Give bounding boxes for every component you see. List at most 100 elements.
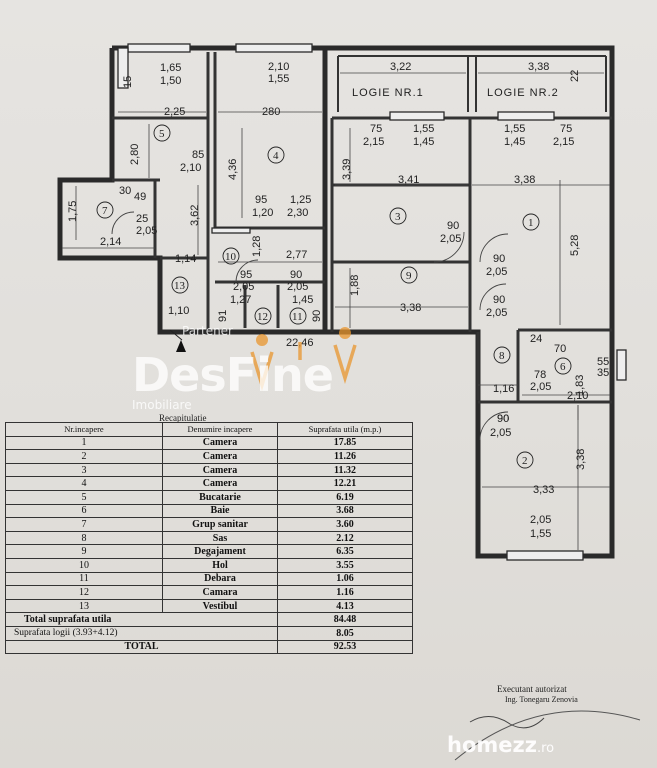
- room-nr-cell: 10: [5, 557, 163, 573]
- total-label: Suprafata logii (3.93+4.12): [5, 625, 278, 641]
- dimension-label: 5,28: [569, 235, 581, 256]
- room-name-cell: Vestibul: [162, 598, 278, 614]
- room-number-5: 5: [159, 128, 165, 140]
- dimension-label: 1,88: [349, 275, 361, 296]
- room-name-cell: Baie: [162, 503, 278, 519]
- room-name-cell: Grup sanitar: [162, 517, 278, 532]
- dimension-label: 2,05: [136, 225, 157, 237]
- dimension-label: 1,10: [168, 305, 189, 317]
- room-number-12: 12: [257, 311, 268, 323]
- dimension-label: 1,45: [504, 136, 525, 148]
- dimension-label: 1,16: [493, 383, 514, 395]
- dimension-label: 22: [569, 70, 581, 82]
- room-nr-cell: 5: [5, 489, 163, 505]
- dimension-labels: 1,65 1,50 2,10 1,55 3,22 3,38 22 15 2,25…: [67, 61, 609, 420]
- room-area-cell: 4.13: [277, 598, 413, 614]
- total-value: 8.05: [277, 625, 413, 641]
- dimension-label: 1,45: [292, 294, 313, 306]
- recap-table: Nr.incapere Denumire incapere Suprafata …: [5, 422, 413, 655]
- room-name-cell: Degajament: [162, 544, 278, 559]
- header-nr: Nr.incapere: [5, 422, 163, 437]
- dimension-label: 3,38: [400, 302, 421, 314]
- executant-label: Executant autorizat: [497, 684, 567, 694]
- room-name-cell: Sas: [162, 530, 278, 546]
- dimension-label: 1,25: [290, 194, 311, 206]
- dimension-label: 2,14: [100, 236, 121, 248]
- room-nr-cell: 6: [5, 503, 163, 519]
- room-number-circles: [96, 124, 572, 375]
- total-value: 92.53: [277, 639, 413, 655]
- room-area-cell: 11.32: [277, 462, 413, 478]
- dimension-label: 95: [255, 194, 267, 206]
- room-number-3: 3: [395, 211, 401, 223]
- dimension-label: 35: [597, 367, 609, 379]
- dimension-label: 75: [370, 123, 382, 135]
- room-number-7: 7: [102, 205, 108, 217]
- dimension-label: 1,27: [230, 294, 251, 306]
- entrance-arrow: [176, 340, 186, 352]
- room-nr-cell: 12: [5, 585, 163, 600]
- room-nr-cell: 9: [5, 544, 163, 559]
- homezz-site: homezz: [447, 733, 537, 757]
- room-number-9: 9: [406, 270, 412, 282]
- dimension-label: 2,15: [553, 136, 574, 148]
- room-number-10: 10: [225, 251, 237, 263]
- homezz-watermark: homezz.ro: [447, 733, 554, 757]
- room-area-cell: 3.55: [277, 557, 413, 573]
- room-name-cell: Camera: [162, 476, 278, 491]
- dimension-label: 2,05: [530, 381, 551, 393]
- dimension-label: 15: [122, 76, 134, 88]
- room-area-cell: 3.68: [277, 503, 413, 519]
- windows: [117, 43, 627, 381]
- watermark-brand: DesFine: [132, 348, 334, 402]
- dimension-label: 1,28: [251, 236, 263, 257]
- total-value: 84.48: [277, 612, 413, 627]
- dimension-label: 4,36: [227, 159, 239, 180]
- room-nr-cell: 7: [5, 517, 163, 532]
- dimension-label: 3,41: [398, 174, 419, 186]
- dimension-label: 1,55: [413, 123, 434, 135]
- dimension-label: 1,20: [252, 207, 273, 219]
- dimension-label: 2,10: [567, 390, 588, 402]
- dimension-label: 2,10: [180, 162, 201, 174]
- room-numbers: 1 2 3 4 5 6 7 8 9 10 11 12 13: [102, 128, 566, 373]
- dimension-label: 85: [192, 149, 204, 161]
- dimension-label: 90: [493, 253, 505, 265]
- total-label: Total suprafata utila: [5, 612, 278, 627]
- total-row: Suprafata logii (3.93+4.12)8.05: [5, 625, 413, 641]
- dimension-label: 90: [290, 269, 302, 281]
- room-area-cell: 1.06: [277, 571, 413, 587]
- dimension-label: 3,62: [189, 205, 201, 226]
- logia-label-2: LOGIE NR.2: [487, 87, 559, 99]
- room-area-cell: 11.26: [277, 449, 413, 464]
- dimension-label: 2,05: [486, 307, 507, 319]
- dimension-label: 3,38: [514, 174, 535, 186]
- dimension-label: 30: [119, 185, 131, 197]
- header-area: Suprafata utila (m.p.): [277, 422, 413, 437]
- room-number-11: 11: [292, 311, 303, 323]
- room-nr-cell: 13: [5, 598, 163, 614]
- dimension-label: 49: [134, 191, 146, 203]
- dimension-label: 2,15: [363, 136, 384, 148]
- dimension-label: 75: [560, 123, 572, 135]
- dimension-label: 3,22: [390, 61, 411, 73]
- room-name-cell: Hol: [162, 557, 278, 573]
- room-area-cell: 17.85: [277, 435, 413, 451]
- dimension-label: 1,50: [160, 75, 181, 87]
- dimension-label: 55: [597, 356, 609, 368]
- table-title: Recapitulatie: [159, 413, 207, 423]
- dimension-label: 2,05: [440, 233, 461, 245]
- dimension-label: 2,05: [287, 281, 308, 293]
- total-label: TOTAL: [5, 639, 278, 655]
- dimension-label: 90: [311, 310, 323, 322]
- dimension-label: 78: [534, 369, 546, 381]
- room-nr-cell: 4: [5, 476, 163, 491]
- header-name: Denumire incapere: [162, 422, 278, 437]
